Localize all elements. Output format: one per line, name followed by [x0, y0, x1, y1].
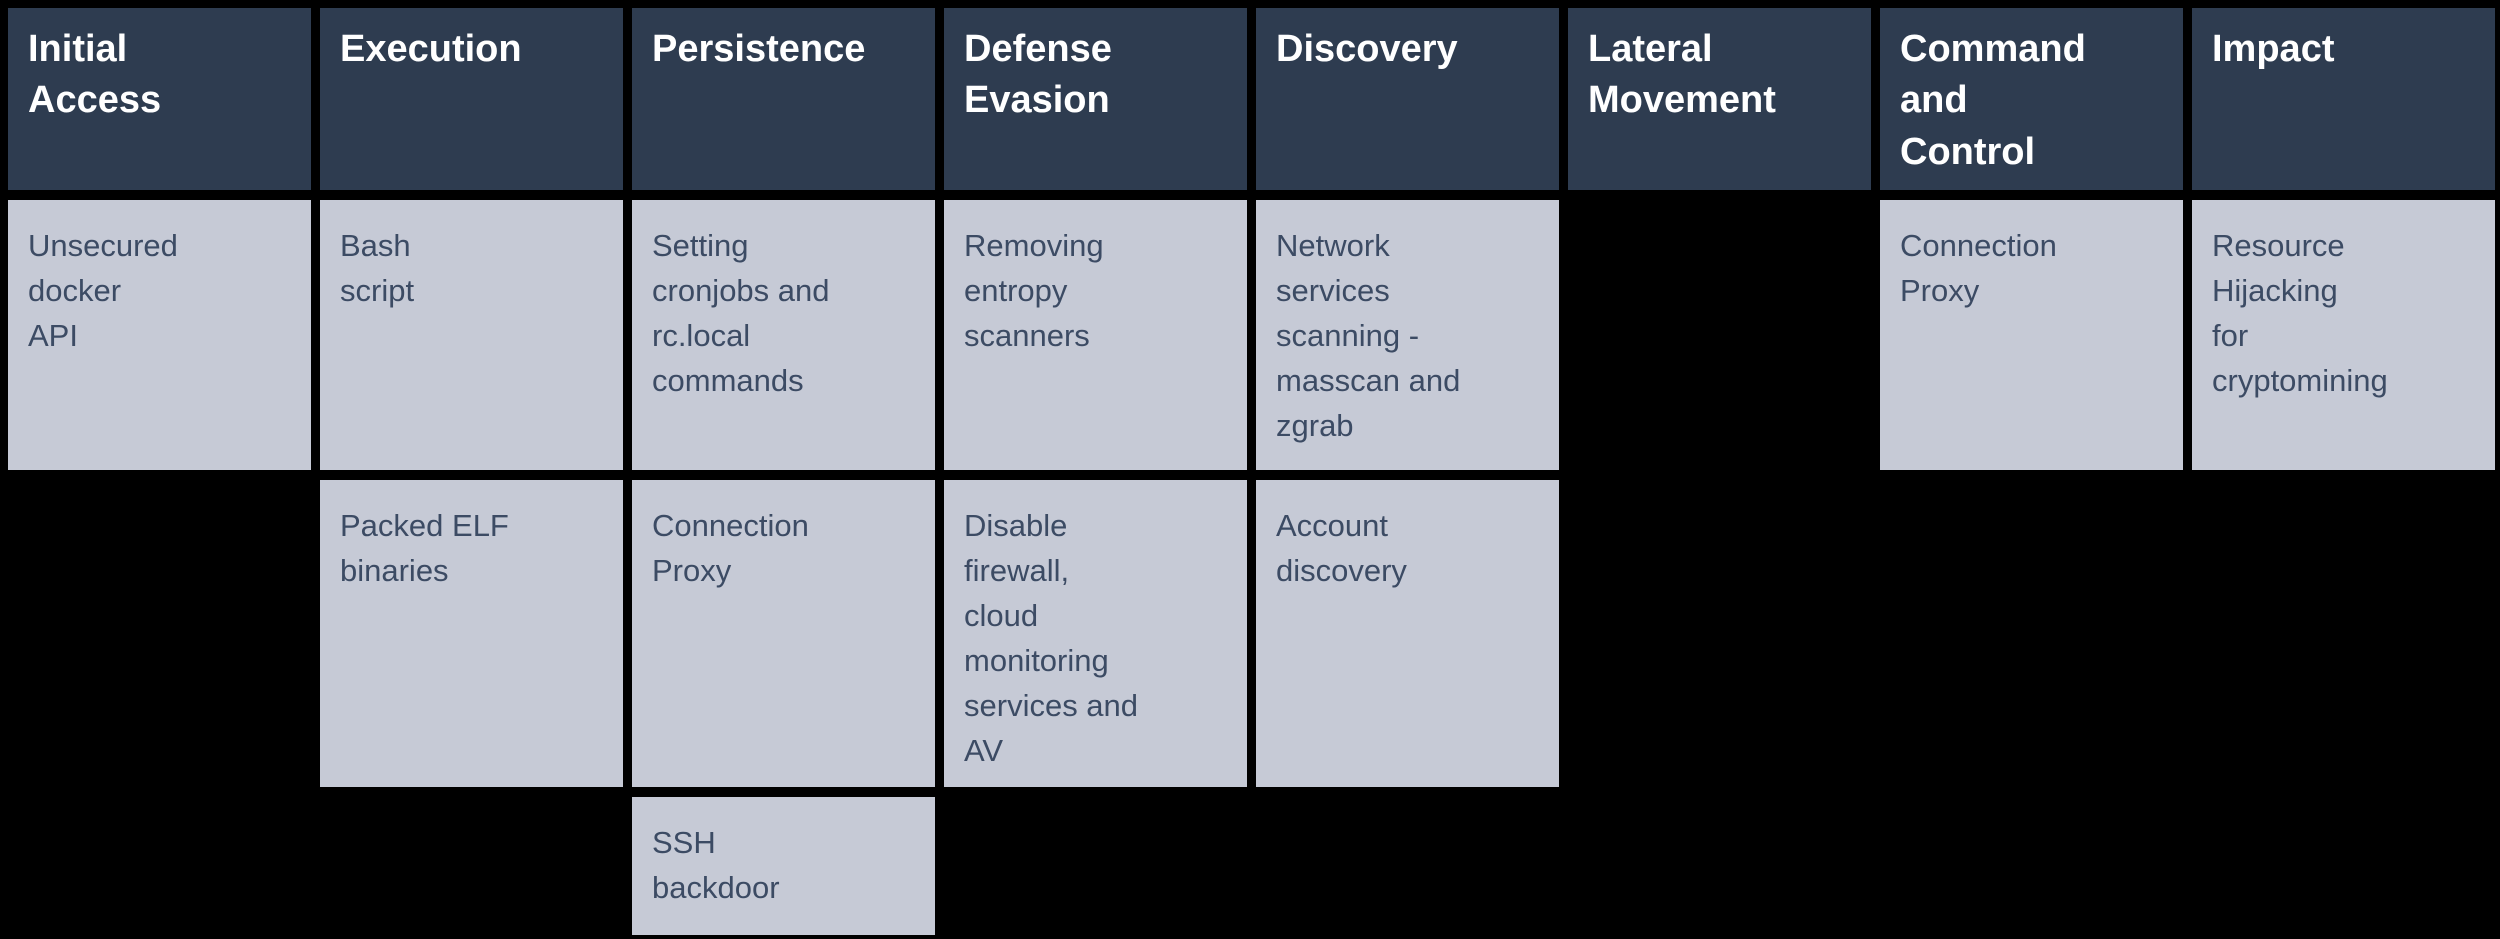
technique-cell-account-discovery: Account discovery — [1256, 480, 1559, 787]
column-header-execution: Execution — [320, 8, 623, 190]
column-header-persistence: Persistence — [632, 8, 935, 190]
column-header-discovery: Discovery — [1256, 8, 1559, 190]
technique-cell-connection-proxy-c2: Connection Proxy — [1880, 200, 2183, 470]
technique-cell-ssh-backdoor: SSH backdoor — [632, 797, 935, 935]
technique-cell-connection-proxy-persistence: Connection Proxy — [632, 480, 935, 787]
technique-cell-network-services-scanning: Network services scanning - masscan and … — [1256, 200, 1559, 470]
technique-cell-packed-elf-binaries: Packed ELF binaries — [320, 480, 623, 787]
column-header-lateral-movement: Lateral Movement — [1568, 8, 1871, 190]
technique-cell-bash-script: Bash script — [320, 200, 623, 470]
technique-cell-disable-firewall-monitoring: Disable firewall, cloud monitoring servi… — [944, 480, 1247, 787]
column-header-initial-access: Initial Access — [8, 8, 311, 190]
column-header-impact: Impact — [2192, 8, 2495, 190]
technique-cell-removing-entropy-scanners: Removing entropy scanners — [944, 200, 1247, 470]
column-header-defense-evasion: Defense Evasion — [944, 8, 1247, 190]
technique-cell-setting-cronjobs-rclocal: Setting cronjobs and rc.local commands — [632, 200, 935, 470]
column-header-command-and-control: Command and Control — [1880, 8, 2183, 190]
technique-cell-resource-hijacking: Resource Hijacking for cryptomining — [2192, 200, 2495, 470]
technique-cell-unsecured-docker-api: Unsecured docker API — [8, 200, 311, 470]
